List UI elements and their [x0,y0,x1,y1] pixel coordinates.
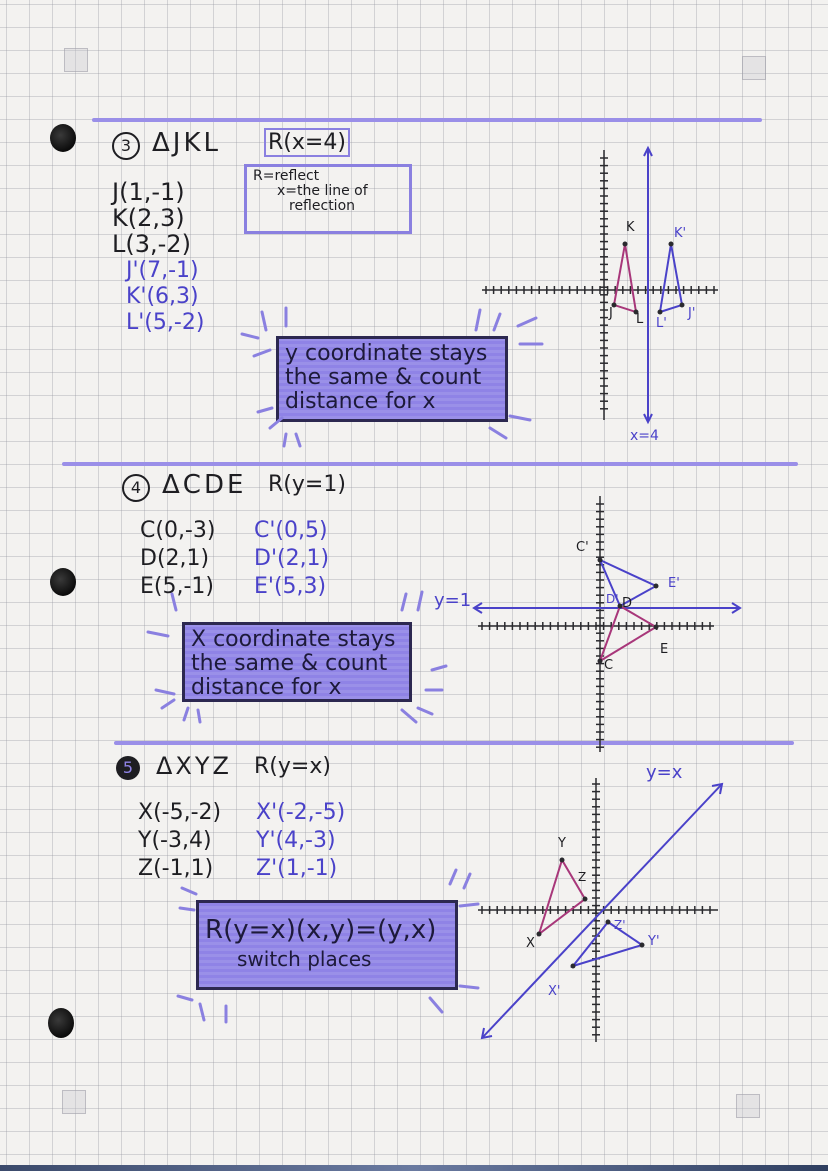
binder-hole-icon [50,568,76,596]
transformation-rule: R(y=x) [254,754,331,779]
circled-number-icon: 3 [112,132,140,160]
note-line: the same & count [285,365,482,390]
reflection-line-label: x=4 [630,428,659,444]
graph-label-Y: Y [558,836,566,851]
section-divider [92,118,762,122]
transformation-rule: R(y=1) [268,472,346,497]
problem-title: ΔXYZ [156,752,232,780]
coordinate-E: E(5,-1) [140,574,214,599]
graph-label-E: E [660,642,669,657]
image-coordinate-X: X'(-2,-5) [256,800,346,825]
graph-label-Z-prime: Z' [614,918,626,932]
coordinate-Z: Z(-1,1) [138,856,214,881]
definition-line: x=the line of [277,183,368,199]
binder-hole-icon [48,1008,74,1038]
corner-mark [64,48,88,72]
image-coordinate-D: D'(2,1) [254,546,330,571]
section-divider [114,741,794,745]
graph-label-X-prime: X' [548,984,561,999]
coordinate-graph-5 [478,778,724,1042]
graph-label-L-prime: L' [656,316,667,331]
circled-number-icon: 4 [122,474,150,502]
graph-label-Z: Z [578,870,587,884]
graph-label-J: J [609,306,613,321]
problem-title: ΔJKL [152,128,221,158]
circled-number-icon: 5 [116,756,140,780]
corner-mark [736,1094,760,1118]
graph-label-D-prime: D' [606,592,619,606]
corner-mark [742,56,766,80]
reflection-line-label: y=1 [434,590,472,611]
note-line: R(y=x)(x,y)=(y,x) [205,915,437,945]
page-bottom-edge [0,1165,828,1171]
coordinate-K: K(2,3) [112,204,185,232]
note-line: y coordinate stays [285,341,488,366]
highlight-note: X coordinate stays the same & count dist… [182,622,412,702]
coordinate-Y: Y(-3,4) [138,828,212,853]
note-line: distance for x [191,675,342,700]
definition-line: R=reflect [253,168,320,184]
note-line: distance for x [285,389,436,414]
graph-label-K: K [626,220,635,235]
image-coordinate-J: J'(7,-1) [126,258,199,283]
transformation-rule: R(x=4) [264,128,350,157]
coordinate-C: C(0,-3) [140,518,216,543]
image-coordinate-K: K'(6,3) [126,284,199,309]
emphasis-strokes [146,590,448,724]
coordinate-graph-4 [472,496,742,752]
problem-title: ΔCDE [162,470,247,500]
graph-label-C-prime: C' [576,540,589,555]
graph-label-K-prime: K' [674,226,687,241]
image-coordinate-E: E'(5,3) [254,574,327,599]
image-coordinate-Z: Z'(1,-1) [256,856,338,881]
binder-hole-icon [50,124,76,152]
section-divider [62,462,798,466]
emphasis-strokes [176,868,480,1024]
definition-line: reflection [289,198,356,214]
image-coordinate-C: C'(0,5) [254,518,328,543]
coordinate-L: L(3,-2) [112,230,191,258]
graph-label-C: C [604,658,614,673]
graph-label-J-prime: J' [688,306,696,321]
coordinate-D: D(2,1) [140,546,210,571]
reflection-line-label: y=x [646,762,683,783]
note-line: the same & count [191,651,388,676]
image-coordinate-L: L'(5,-2) [126,310,205,335]
coordinate-J: J(1,-1) [112,178,185,206]
graph-label-Y-prime: Y' [648,934,660,949]
note-line: X coordinate stays [191,627,396,652]
highlight-note: y coordinate stays the same & count dist… [276,336,508,422]
coordinate-X: X(-5,-2) [138,800,222,825]
image-coordinate-Y: Y'(4,-3) [256,828,336,853]
graph-label-X: X [526,936,535,951]
highlight-note: R(y=x)(x,y)=(y,x) switch places [196,900,458,990]
corner-mark [62,1090,86,1114]
emphasis-strokes [240,306,544,448]
graph-label-D: D [622,596,633,611]
graph-label-L: L [636,312,644,327]
graph-label-E-prime: E' [668,576,680,591]
note-line: switch places [237,947,372,971]
coordinate-graph-3 [482,145,718,425]
rule-definition: R=reflect x=the line of reflection [244,164,412,234]
